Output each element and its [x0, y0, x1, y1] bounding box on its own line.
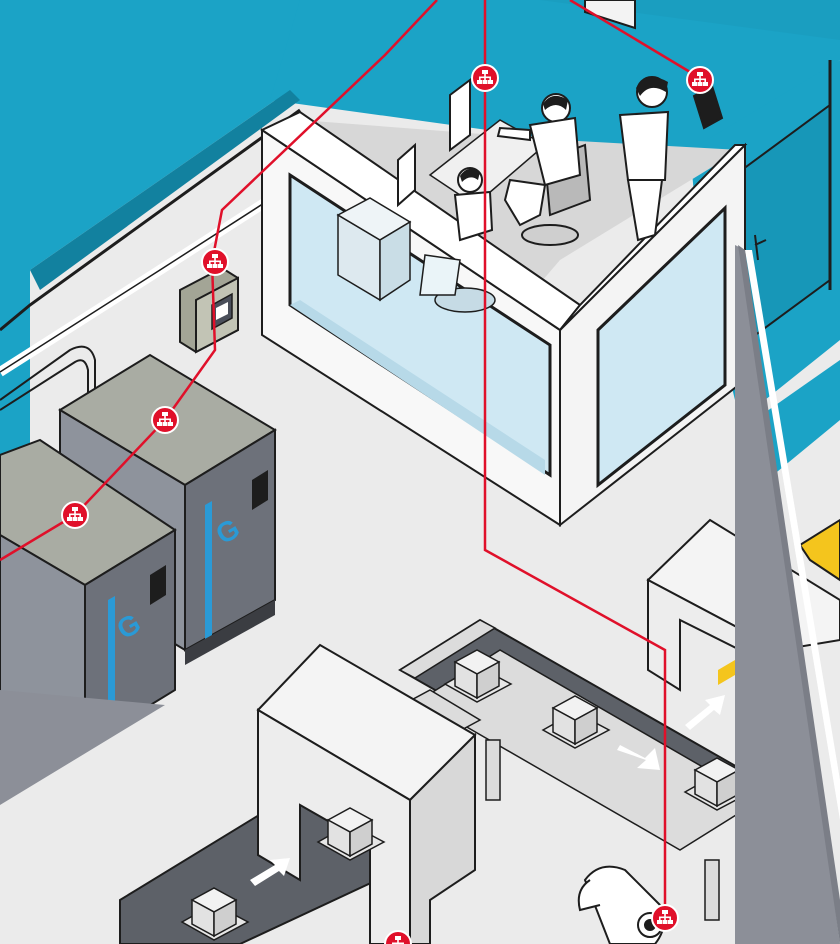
- back-wall: [0, 0, 840, 500]
- wall-pipes: [0, 345, 96, 411]
- control-room-window-right: [596, 204, 727, 489]
- callout-wedge-left: [0, 690, 165, 805]
- operator-seated: [496, 93, 582, 227]
- control-cabinet: [179, 266, 239, 354]
- operator-standing: [618, 76, 724, 242]
- network-connections: [0, 0, 696, 910]
- door-handle-icon: [754, 234, 767, 261]
- callout-wedge-right: [735, 245, 840, 944]
- inspection-gate-front: [256, 643, 477, 944]
- operator-background: [419, 167, 494, 296]
- conveyor-arrow-icon: [250, 695, 725, 886]
